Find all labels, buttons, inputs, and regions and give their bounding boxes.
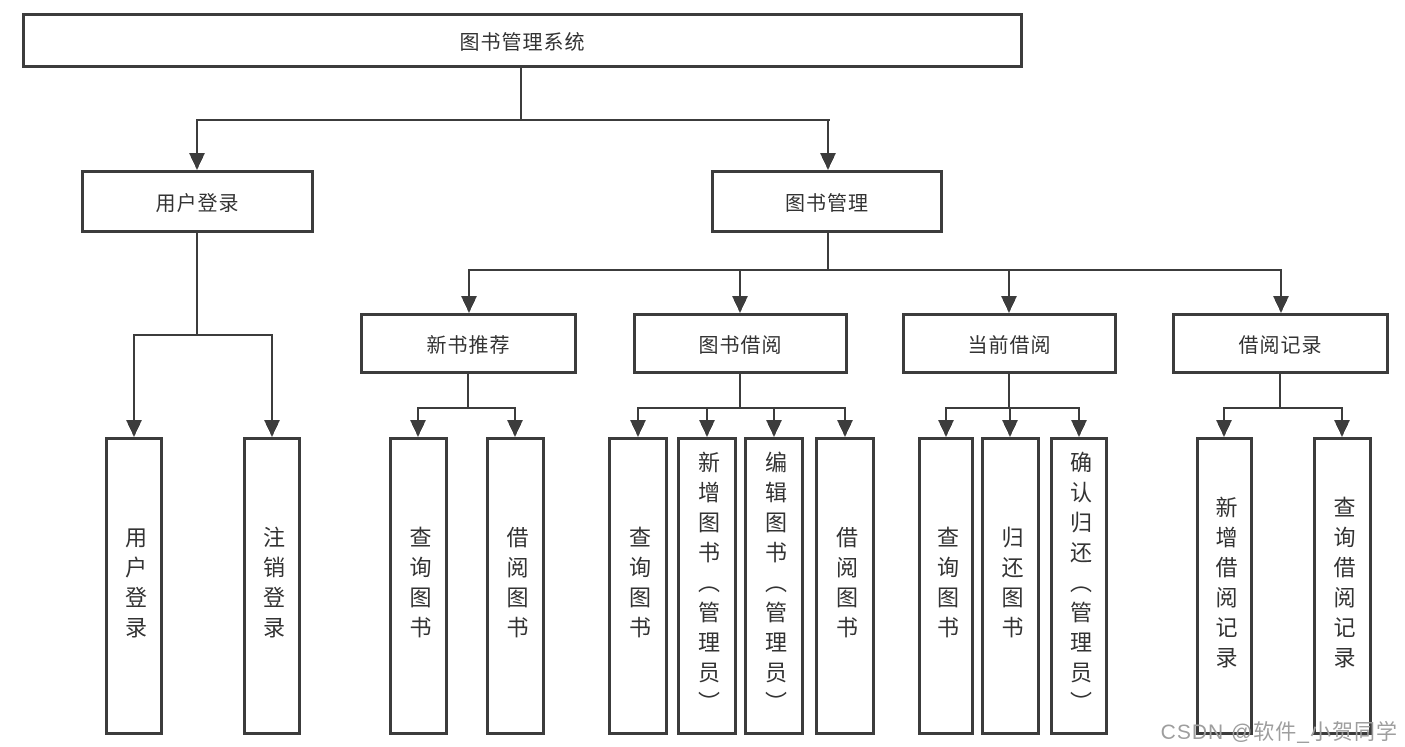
node-root: 图书管理系统 bbox=[22, 13, 1023, 68]
connector-borrowing-records-to-leaves bbox=[1216, 374, 1350, 437]
node-leaf-borrow-books-1-label: 借阅图书 bbox=[503, 526, 529, 646]
node-leaf-user-login-label: 用户登录 bbox=[122, 526, 147, 646]
node-leaf-return-books: 归还图书 bbox=[981, 437, 1040, 735]
node-book-management-label: 图书管理 bbox=[785, 193, 869, 215]
node-leaf-query-books-3-label: 查询图书 bbox=[934, 526, 959, 646]
node-leaf-query-borrow-record-label: 查询借阅记录 bbox=[1330, 496, 1356, 676]
node-borrowing-records: 借阅记录 bbox=[1172, 313, 1389, 374]
node-book-borrowing-label: 图书借阅 bbox=[698, 335, 783, 357]
node-root-label: 图书管理系统 bbox=[459, 32, 586, 54]
connector-book-borrowing-to-leaves bbox=[630, 374, 853, 437]
node-leaf-borrow-books-1: 借阅图书 bbox=[486, 437, 545, 735]
node-leaf-user-login: 用户登录 bbox=[105, 437, 163, 735]
node-leaf-query-books-1: 查询图书 bbox=[389, 437, 448, 735]
node-leaf-edit-books-admin: 编辑图书（管理员） bbox=[744, 437, 804, 735]
node-leaf-query-books-2-label: 查询图书 bbox=[626, 526, 651, 646]
node-user-login: 用户登录 bbox=[81, 170, 314, 233]
node-leaf-add-borrow-record-label: 新增借阅记录 bbox=[1212, 496, 1238, 676]
node-leaf-add-books-admin-label: 新增图书（管理员） bbox=[695, 451, 720, 721]
node-book-borrowing: 图书借阅 bbox=[633, 313, 848, 374]
connector-user-login-to-leaves bbox=[126, 233, 280, 437]
node-leaf-borrow-books-2: 借阅图书 bbox=[815, 437, 875, 735]
node-leaf-borrow-books-2-label: 借阅图书 bbox=[833, 526, 858, 646]
node-new-book-recommend: 新书推荐 bbox=[360, 313, 577, 374]
node-leaf-confirm-return-admin-label: 确认归还（管理员） bbox=[1067, 451, 1092, 721]
node-leaf-add-books-admin: 新增图书（管理员） bbox=[677, 437, 737, 735]
connector-current-borrowing-to-leaves bbox=[938, 374, 1087, 437]
connector-new-book-recommend-to-leaves bbox=[410, 374, 523, 437]
node-leaf-query-books-2: 查询图书 bbox=[608, 437, 668, 735]
node-user-login-label: 用户登录 bbox=[155, 193, 240, 215]
node-leaf-return-books-label: 归还图书 bbox=[998, 526, 1024, 646]
node-book-management: 图书管理 bbox=[711, 170, 943, 233]
node-leaf-add-borrow-record: 新增借阅记录 bbox=[1196, 437, 1253, 735]
connector-book-management-to-level3 bbox=[461, 233, 1289, 313]
node-borrowing-records-label: 借阅记录 bbox=[1238, 335, 1323, 357]
connector-root-to-level2 bbox=[189, 68, 836, 170]
csdn-watermark: CSDN @软件_小贺同学 bbox=[1160, 721, 1398, 744]
node-leaf-query-borrow-record: 查询借阅记录 bbox=[1313, 437, 1372, 735]
node-leaf-logout-label: 注销登录 bbox=[260, 526, 285, 646]
node-leaf-query-books-1-label: 查询图书 bbox=[406, 526, 432, 646]
node-current-borrowing-label: 当前借阅 bbox=[967, 335, 1052, 357]
node-leaf-query-books-3: 查询图书 bbox=[918, 437, 974, 735]
node-current-borrowing: 当前借阅 bbox=[902, 313, 1117, 374]
node-leaf-logout: 注销登录 bbox=[243, 437, 301, 735]
node-new-book-recommend-label: 新书推荐 bbox=[426, 335, 511, 357]
node-leaf-confirm-return-admin: 确认归还（管理员） bbox=[1050, 437, 1108, 735]
node-leaf-edit-books-admin-label: 编辑图书（管理员） bbox=[762, 451, 787, 721]
